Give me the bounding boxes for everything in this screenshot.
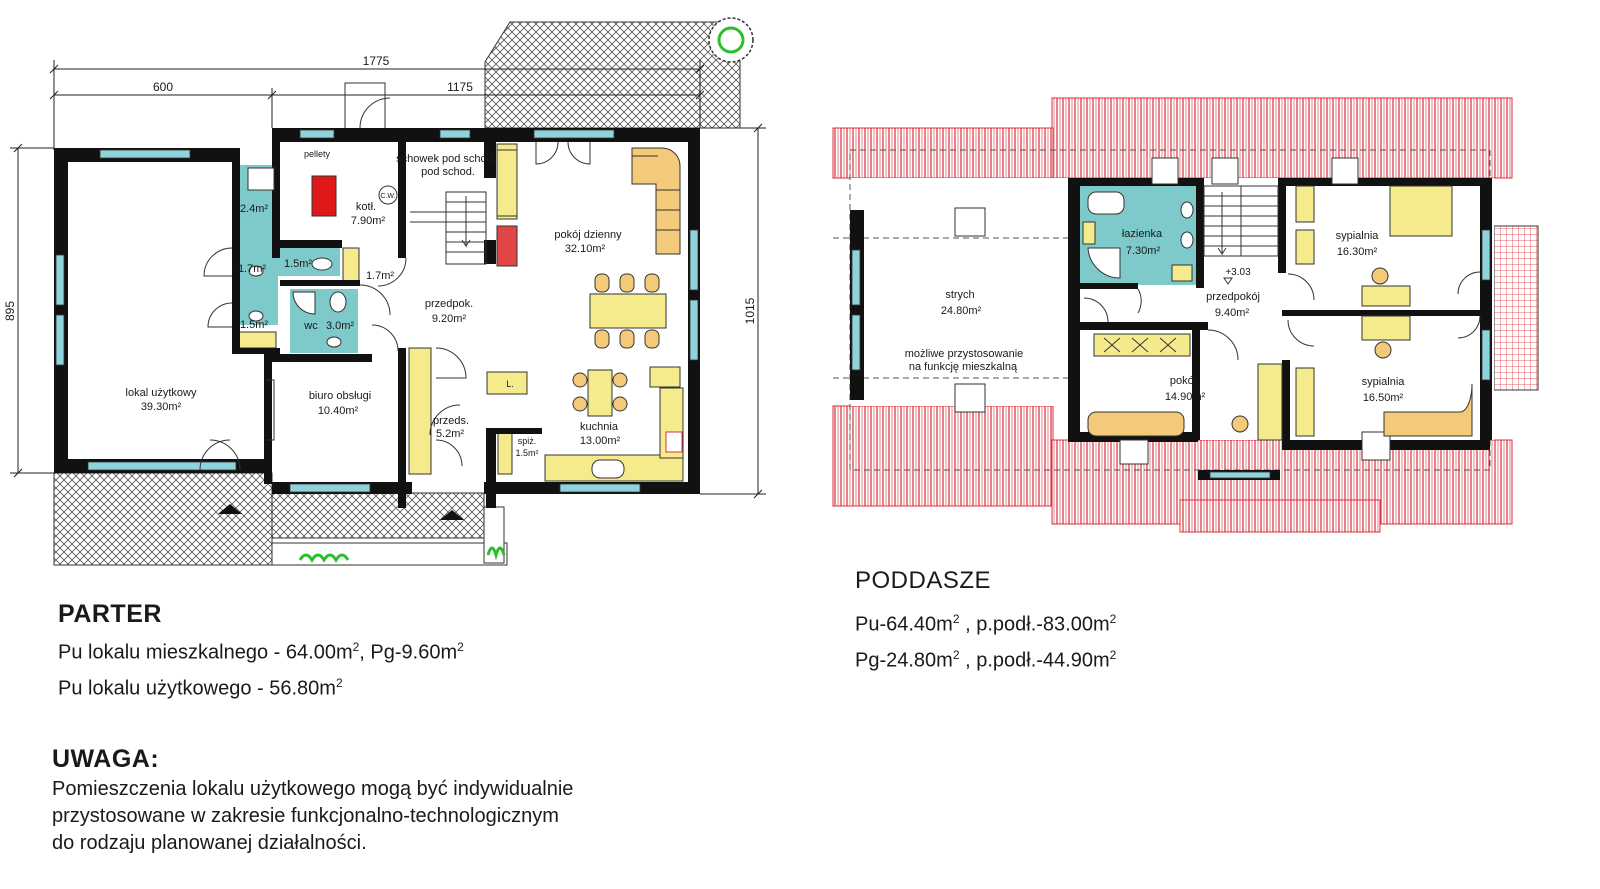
room-labels-attic: strych 24.80m² możliwe przystosowanie na… (905, 228, 1406, 404)
room-area-wc: 3.0m² (326, 320, 354, 332)
room-name-sypialnia-2: sypialnia (1362, 376, 1406, 388)
uwaga-line-3: do rodzaju planowanej działalności. (52, 832, 367, 854)
room-area-biuro: 10.40m² (318, 405, 359, 417)
ground-floor-plan: 1775 600 1175 895 1015 (3, 17, 766, 566)
room-area-wc-small-1: 2.4m² (240, 203, 268, 215)
room-name-wc: wc (303, 320, 318, 332)
terrace-top (484, 21, 741, 129)
room-area-strych: 24.80m² (941, 305, 982, 317)
roof-top (1051, 97, 1513, 179)
attic-note-line1: możliwe przystosowanie (905, 348, 1024, 360)
room-labels-ground: lokal użytkowy 39.30m² pellety kotł. 7.9… (126, 149, 623, 458)
room-area-pokoj: 14.90m² (1165, 391, 1206, 403)
dim-total-width: 1775 (363, 54, 390, 68)
room-name-przedpok: przedpok. (425, 298, 473, 310)
poddasze-line-1: Pu-64.40m2 , p.podł.-83.00m2 (855, 612, 1117, 636)
boiler-icon (311, 175, 337, 217)
tree-icon (708, 17, 754, 63)
planter-bottom (271, 542, 508, 566)
room-name-sypialnia-1: sypialnia (1336, 230, 1380, 242)
dim-right-height: 1015 (743, 297, 757, 324)
furniture-ground (247, 147, 683, 479)
dim-left-height: 895 (3, 301, 17, 321)
poddasze-line-2: Pg-24.80m2 , p.podł.-44.90m2 (855, 647, 1117, 672)
room-name-pellety: pellety (304, 149, 331, 159)
room-name-kuchnia: kuchnia (580, 421, 619, 433)
room-name-spiz: spiż. (518, 436, 537, 446)
room-name-schowek: schowek pod schod. (396, 153, 496, 165)
room-area-wc-small-3: 1.5m² (284, 258, 312, 270)
room-area-kotl: 7.90m² (351, 215, 386, 227)
terrace-left (53, 472, 273, 566)
plants-icon (298, 553, 350, 563)
poddasze-info: PODDASZE Pu-64.40m2 , p.podł.-83.00m2 Pg… (855, 567, 1116, 675)
doors-attic (1083, 271, 1481, 361)
parter-line-2: Pu lokalu użytkowego - 56.80m2 (58, 675, 343, 700)
room-area-pokoj-dzienny: 32.10m² (565, 243, 606, 255)
dim-right-width: 1175 (447, 80, 473, 94)
sofa-icon (631, 147, 681, 255)
poddasze-title: PODDASZE (855, 567, 992, 594)
parter-title: PARTER (58, 600, 162, 628)
room-name-biuro: biuro obsługi (309, 390, 371, 402)
parter-info: PARTER Pu lokalu mieszkalnego - 64.00m2,… (58, 600, 464, 703)
room-area-hall-small: 1.7m² (366, 270, 394, 282)
attic-sofa (1087, 411, 1185, 437)
dimension-lines (10, 60, 766, 499)
stairs-ground (410, 191, 487, 265)
room-name-lokal: lokal użytkowy (126, 387, 197, 399)
boiler-label: C.W. (380, 193, 395, 200)
bath-area (234, 165, 278, 325)
room-name-przedpokoj: przedpokój (1206, 291, 1260, 303)
room-area-lazienka: 7.30m² (1126, 245, 1161, 257)
room-name-pokoj-dzienny: pokój dzienny (554, 229, 622, 241)
attic-plan: +3.03 strych 24.80m² możliwe przystosowa… (832, 97, 1539, 533)
room-area-kuchnia: 13.00m² (580, 435, 621, 447)
room-area-wc-small-4: 1.5m² (240, 319, 268, 331)
room-area-przedpok: 9.20m² (432, 313, 467, 325)
room-area-wc-small-2: 1.7m² (238, 263, 266, 275)
level-mark: +3.03 (1225, 267, 1251, 278)
balcony-right (1493, 225, 1539, 391)
room-name-kotl: kotł. (356, 201, 376, 213)
room-area-przedpokoj: 9.40m² (1215, 307, 1250, 319)
room-area-spiz: 1.5m² (515, 448, 538, 458)
room-area-przeds: 5.2m² (436, 428, 464, 440)
room-area-sypialnia-1: 16.30m² (1337, 246, 1378, 258)
fridge-label: L. (506, 379, 514, 389)
kitchen-table (587, 369, 613, 417)
parter-line-1: Pu lokalu mieszkalnego - 64.00m2, Pg-9.6… (58, 640, 464, 664)
doors-ground (199, 82, 591, 471)
stairs-attic (1203, 185, 1279, 257)
windows-attic (851, 229, 1491, 479)
svg-text:pod schod.: pod schod. (421, 166, 475, 178)
room-name-pokoj: pokój (1170, 375, 1196, 387)
windows-ground (55, 129, 699, 493)
uwaga-title: UWAGA: (52, 745, 160, 773)
dining-table (589, 293, 667, 329)
dim-left-width: 600 (153, 80, 173, 94)
attic-note-line2: na funkcję mieszkalną (909, 361, 1018, 373)
uwaga-line-2: przystosowane w zakresie funkcjonalno-te… (52, 805, 559, 827)
roof-bottom (832, 405, 1054, 507)
room-name-przeds: przeds. (433, 415, 469, 427)
uwaga-note: UWAGA: Pomieszczenia lokalu użytkowego m… (52, 745, 573, 857)
room-name-strych: strych (945, 289, 974, 301)
room-area-sypialnia-2: 16.50m² (1363, 392, 1404, 404)
room-area-lokal: 39.30m² (141, 401, 182, 413)
room-name-lazienka: łazienka (1122, 228, 1163, 240)
uwaga-line-1: Pomieszczenia lokalu użytkowego mogą być… (52, 778, 574, 800)
sink-icon (591, 459, 625, 479)
bed-icon (1389, 185, 1453, 237)
fireplace-icon (496, 225, 518, 267)
furniture-attic (1087, 185, 1473, 441)
